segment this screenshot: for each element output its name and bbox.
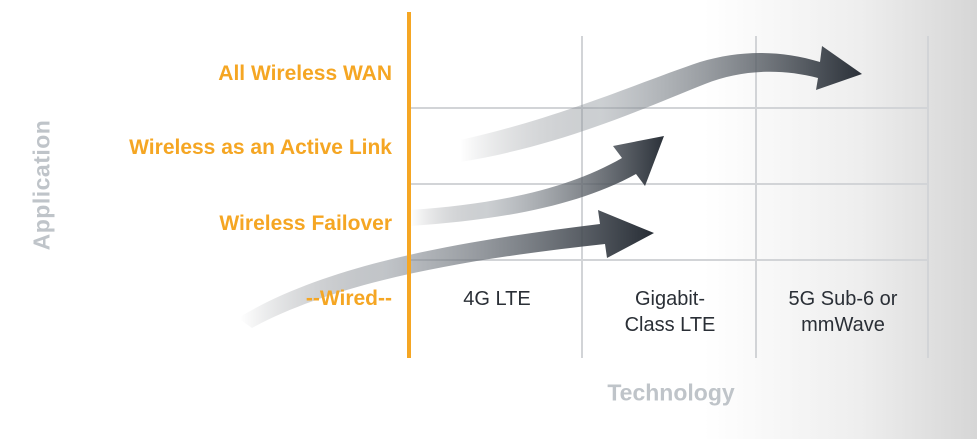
- grid: [410, 36, 929, 358]
- row-label-active-link: Wireless as an Active Link: [129, 136, 392, 159]
- y-axis-label: Application: [28, 119, 55, 251]
- column-label-4g-lte: 4G LTE: [463, 286, 530, 312]
- column-label-line: mmWave: [801, 314, 885, 336]
- arrow-active-link: [410, 136, 664, 226]
- row-label-wireless-failover: Wireless Failover: [219, 212, 392, 235]
- column-label-5g: 5G Sub-6 or mmWave: [789, 286, 898, 338]
- arrow-all-wireless-wan: [460, 46, 862, 162]
- column-label-line: Gigabit-: [634, 288, 706, 310]
- column-label-line: Class LTE: [624, 314, 716, 336]
- column-label-line: 4G LTE: [463, 288, 531, 310]
- arrow-wireless-failover: [238, 210, 654, 328]
- row-label-wired: --Wired--: [305, 287, 392, 310]
- row-label-all-wireless-wan: All Wireless WAN: [218, 62, 392, 85]
- column-label-gigabit-lte: Gigabit- Class LTE: [625, 286, 716, 338]
- column-label-line: 5G Sub-6 or: [788, 288, 898, 310]
- x-axis-label: Technology: [607, 379, 735, 406]
